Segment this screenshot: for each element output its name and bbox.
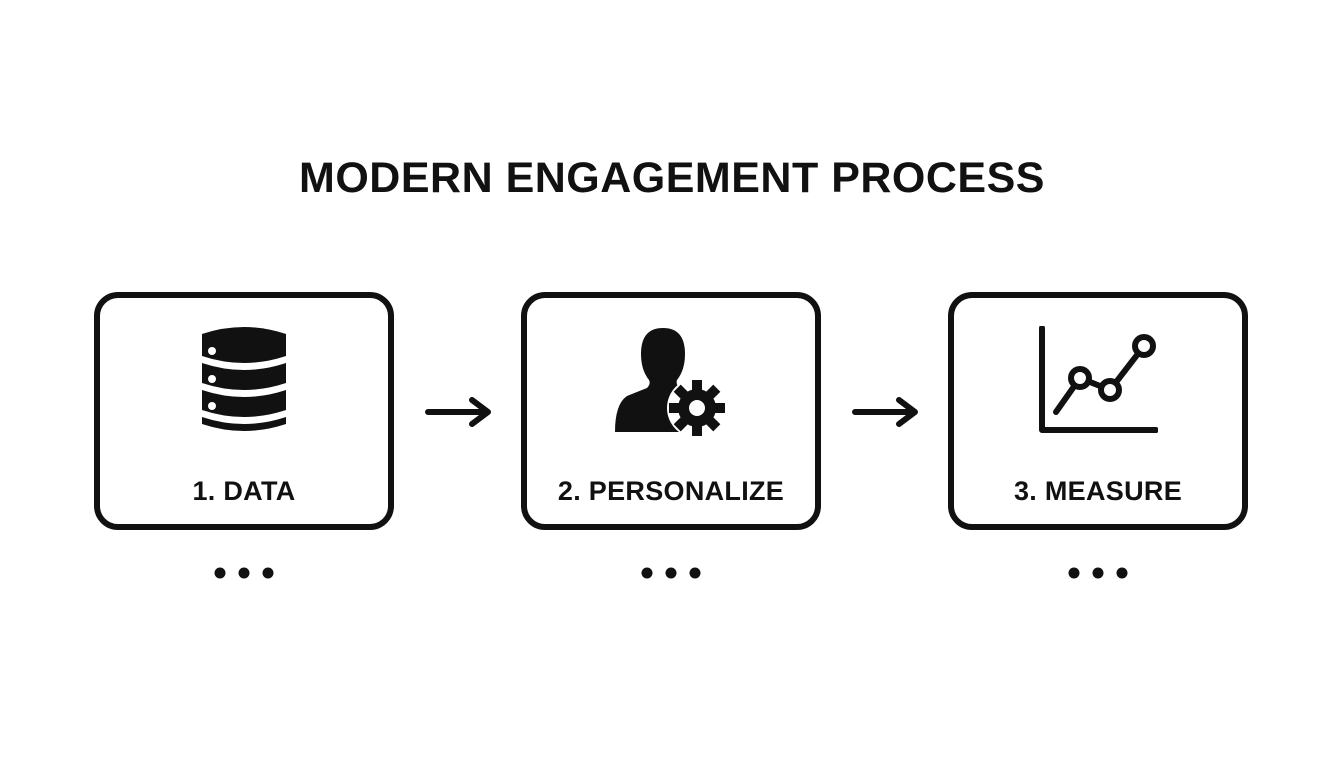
arrow-right-icon	[424, 392, 496, 432]
step-label-data: 1. DATA	[192, 476, 296, 506]
page-title: MODERN ENGAGEMENT PROCESS	[299, 154, 1045, 202]
arrow-right-icon	[851, 392, 923, 432]
step-box-measure: 3. MEASURE	[948, 292, 1248, 530]
ellipsis-icon	[212, 566, 276, 580]
step-label-personalize: 2. PERSONALIZE	[557, 476, 785, 506]
step-box-data: 1. DATA	[94, 292, 394, 530]
line-chart-icon	[1038, 326, 1158, 438]
ellipsis-icon	[639, 566, 703, 580]
step-label-measure: 3. MEASURE	[1013, 476, 1183, 506]
step-box-personalize: 2. PERSONALIZE	[521, 292, 821, 530]
database-icon	[184, 326, 304, 438]
user-gear-icon	[611, 326, 731, 438]
ellipsis-icon	[1066, 566, 1130, 580]
